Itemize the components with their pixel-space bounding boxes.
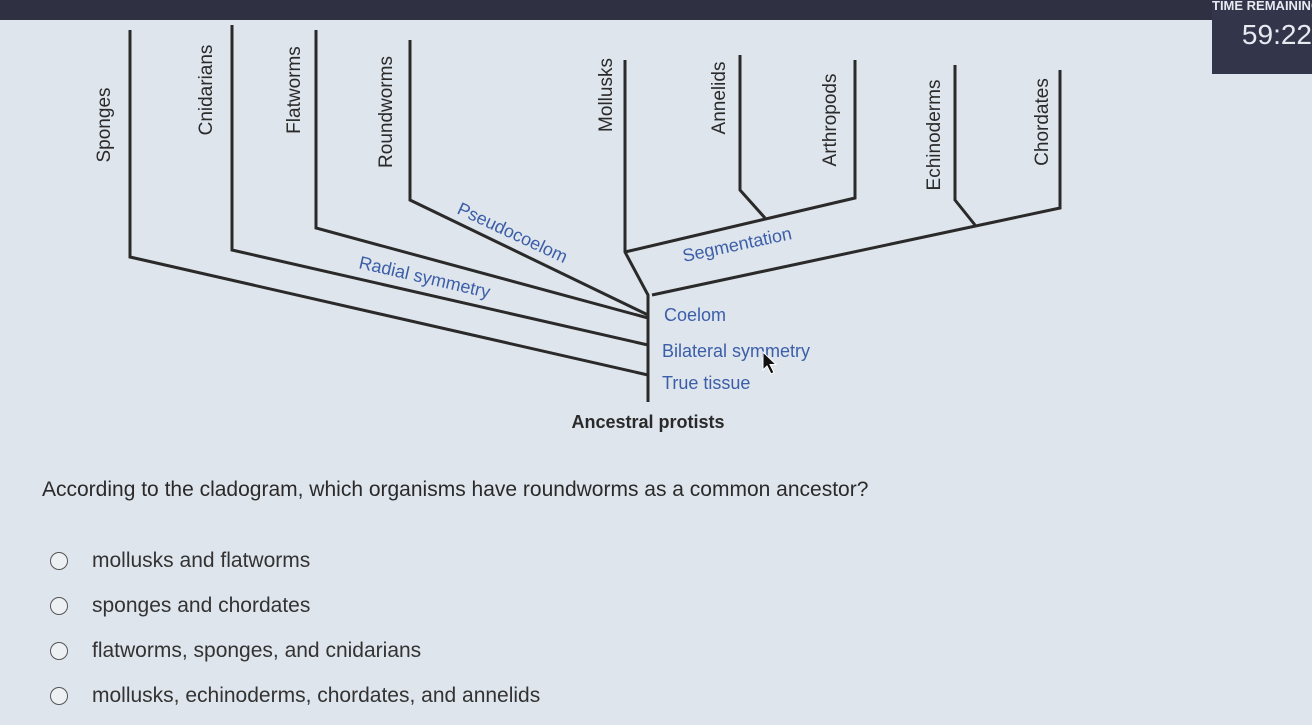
radio-button[interactable] [50, 686, 68, 705]
timer-value: 59:22 [1241, 19, 1312, 50]
taxon-label: Flatworms [284, 46, 305, 134]
taxon-label: Annelids [709, 62, 730, 135]
radio-button[interactable] [50, 551, 68, 570]
taxa-labels: Sponges Cnidarians Flatworms Roundworms … [94, 45, 1053, 191]
trait-segmentation: Segmentation [681, 223, 794, 266]
taxon-label: Chordates [1032, 78, 1053, 166]
taxon-label: Echinoderms [924, 80, 945, 191]
taxon-label: Cnidarians [196, 45, 217, 136]
radio-button[interactable] [50, 596, 68, 615]
branch-sponges [128, 30, 649, 377]
mouse-cursor-icon [762, 350, 778, 375]
cladogram-lines [128, 25, 1062, 402]
root-label: Ancestral protists [571, 412, 724, 432]
taxon-label: Mollusks [596, 58, 617, 132]
answer-option[interactable]: mollusks and flatworms [50, 538, 540, 583]
trait-true-tissue: True tissue [662, 373, 750, 393]
trait-coelom: Coelom [664, 305, 726, 325]
taxon-label: Arthropods [820, 74, 841, 167]
branch-flatworms [314, 30, 649, 320]
option-label: sponges and chordates [92, 593, 311, 617]
option-label: mollusks and flatworms [92, 548, 311, 572]
option-label: mollusks, echinoderms, chordates, and an… [92, 683, 541, 707]
branch-chordates [651, 70, 1062, 297]
branch-roundworms [408, 40, 649, 317]
branch-mollusks [623, 60, 650, 402]
cladogram: Sponges Cnidarians Flatworms Roundworms … [94, 25, 1062, 432]
answer-options: mollusks and flatworms sponges and chord… [50, 538, 540, 718]
timer: TIME REMAINING 59:22 [1212, 0, 1312, 74]
option-label: flatworms, sponges, and cnidarians [92, 638, 422, 662]
timer-label: TIME REMAINING [1212, 0, 1312, 13]
trait-pseudocoelom: Pseudocoelom [454, 198, 570, 266]
branch-echinoderms [953, 65, 977, 226]
branch-arthropods [624, 60, 857, 254]
answer-option[interactable]: mollusks, echinoderms, chordates, and an… [50, 673, 540, 718]
question-text: According to the cladogram, which organi… [42, 478, 869, 501]
branch-annelids [738, 55, 767, 219]
answer-option[interactable]: flatworms, sponges, and cnidarians [50, 628, 540, 673]
taxon-label: Sponges [94, 87, 115, 162]
answer-option[interactable]: sponges and chordates [50, 583, 540, 628]
trait-bilateral-symmetry: Bilateral symmetry [662, 341, 810, 361]
branch-cnidarians [230, 25, 649, 347]
trait-labels: Pseudocoelom Radial symmetry Segmentatio… [357, 198, 810, 393]
taxon-label: Roundworms [376, 56, 397, 168]
top-bar [0, 0, 1312, 20]
radio-button[interactable] [50, 641, 68, 660]
